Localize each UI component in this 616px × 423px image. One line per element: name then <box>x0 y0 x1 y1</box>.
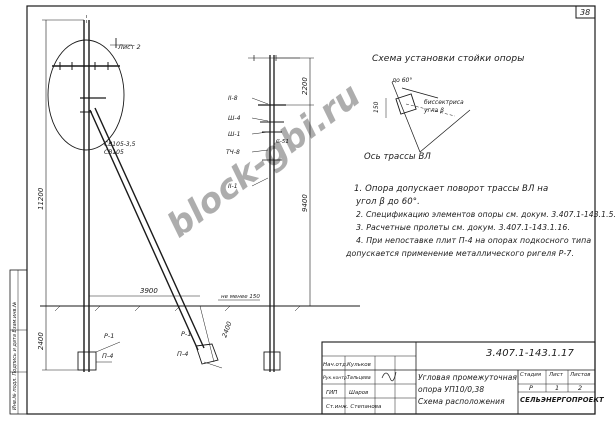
right-pole-leaders <box>251 97 269 187</box>
right-pole-label-5: II-1 <box>228 183 238 190</box>
footer-role: Ст.инж. Степанова <box>326 404 382 410</box>
right-pole-label-2: Ш-4 <box>228 115 241 122</box>
scheme-angle-beta: угла β <box>423 107 444 114</box>
sheet-ref: Лист 2 <box>117 43 141 51</box>
note-1a: 1. Опора допускает поворот трассы ВЛ на <box>354 184 549 194</box>
brace-label-1: СВ105-3,5 <box>104 141 136 148</box>
title-line-3: Схема расположения <box>418 397 505 406</box>
label-r1-right: Р-1 <box>181 330 191 338</box>
scheme-angle-top: до 60° <box>391 77 412 84</box>
note-3: 3. Расчетные пролеты см. докум. 3.407.1-… <box>356 223 571 232</box>
col-sheet: Лист <box>549 372 563 378</box>
right-pole-label-c51: С-51 <box>276 139 289 145</box>
height-bottom: 2400 <box>37 332 45 350</box>
ground-hatch <box>54 305 301 312</box>
side-stamp-text: Инв.№ подл. Подпись и дата Взам.инв.№ <box>12 302 18 410</box>
right-pole-label-4: ТЧ-8 <box>226 149 240 156</box>
org-name: СЕЛЬЭНЕРГОПРОЕКТ <box>520 396 604 404</box>
note-4: 4. При непоставке плит П-4 на опорах под… <box>356 236 592 245</box>
label-p4-right: П-4 <box>177 350 188 358</box>
val-sheet: 1 <box>555 384 560 392</box>
dim-main-value: 9400 <box>301 194 309 212</box>
sheet-number: 38 <box>580 8 590 17</box>
val-sheets: 2 <box>578 384 583 392</box>
dim-top-value: 2200 <box>301 77 309 95</box>
doc-code: 3.407.1-143.1.17 <box>486 348 574 359</box>
right-pole-label-1: II-8 <box>228 95 238 102</box>
title-line-2: опора УП10/0,38 <box>418 385 485 394</box>
span-value: 3900 <box>140 287 158 295</box>
title-block-grid <box>321 341 596 415</box>
drawing-sheet: 38 Инв.№ подл. Подпись и дата Взам.инв.№… <box>9 5 616 415</box>
col-stage: Стадия <box>520 372 542 378</box>
row2-role: Рук.контр. <box>323 376 349 381</box>
col-sheets: Листов <box>570 372 591 378</box>
signature-mark <box>381 371 397 382</box>
sheet-number-box <box>575 5 596 19</box>
brace-depth: 2400 <box>220 320 233 338</box>
note-5: допускается применение металлического ри… <box>346 249 575 258</box>
scheme-axis-label: Ось трассы ВЛ <box>364 152 431 162</box>
height-total: 11200 <box>37 187 45 210</box>
note-2: 2. Спецификацию элементов опоры см. доку… <box>356 210 616 219</box>
sheet-frame <box>26 5 596 415</box>
side-stamp-strip <box>9 269 28 415</box>
brace <box>89 109 199 351</box>
scheme-dim-side: 150 <box>373 101 380 113</box>
note-1b: угол β до 60°. <box>356 197 420 207</box>
left-footing <box>77 351 97 371</box>
brace-label-2: СВ105 <box>104 149 124 156</box>
row2-name: Тальцева <box>347 376 371 381</box>
detail-circle <box>47 39 125 151</box>
label-p4-left: П-4 <box>102 352 113 360</box>
install-scheme-diagram <box>385 81 471 153</box>
row3-name: Шаров <box>349 390 369 396</box>
right-footing <box>263 351 281 371</box>
drawing-canvas: 38 Инв.№ подл. Подпись и дата Взам.инв.№… <box>9 5 596 415</box>
right-pole-label-3: Ш-1 <box>228 131 240 138</box>
title-line-1: Угловая промежуточная <box>418 373 518 382</box>
brace-footing <box>195 343 219 365</box>
min-label: не менее 150 <box>221 294 260 300</box>
scheme-title: Схема установки стойки опоры <box>372 54 525 64</box>
row1-role: Нач.отд. <box>323 362 348 368</box>
val-stage: Р <box>529 384 533 392</box>
row1-name: Кульков <box>347 362 371 368</box>
label-r1-left: Р-1 <box>104 332 114 340</box>
row3-role: ГИП <box>326 390 338 396</box>
scheme-bisector: биссектриса <box>424 99 464 106</box>
